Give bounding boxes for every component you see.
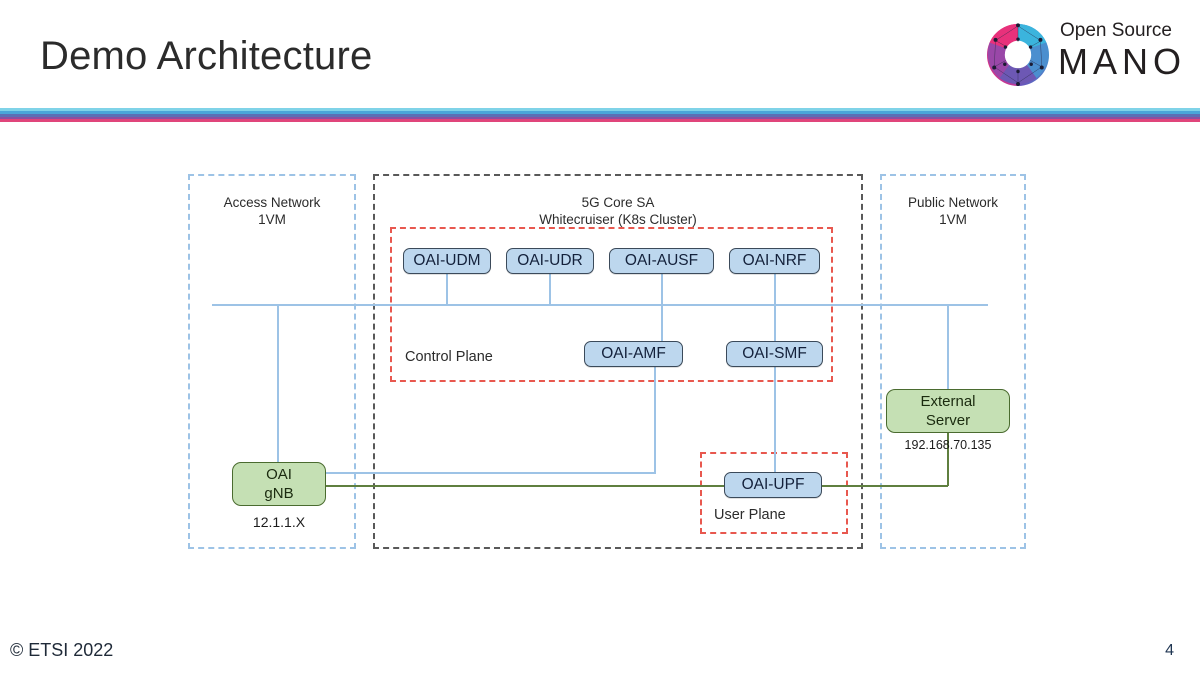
wire-management-bus	[212, 304, 988, 306]
slide-header: Demo Architecture	[0, 0, 1200, 110]
node-oai-udm[interactable]: OAI-UDM	[403, 248, 491, 274]
stripe-4	[0, 119, 1200, 122]
wire-udm-to-bus	[446, 274, 448, 305]
wire-amf-down	[654, 367, 656, 473]
node-oai-amf[interactable]: OAI-AMF	[584, 341, 683, 367]
copyright-text: © ETSI 2022	[10, 640, 114, 660]
node-external-server-line1: External	[920, 393, 976, 410]
osm-logo: Open Source MANO	[985, 18, 1185, 92]
wire-amf-to-gnb	[326, 472, 656, 474]
brand-stripe-bar	[0, 108, 1200, 122]
node-oai-gnb-line1: OAI	[266, 466, 292, 483]
architecture-diagram: Access Network 1VM 5G Core SA Whitecruis…	[0, 122, 1200, 622]
slide-footer: © ETSI 2022 4	[0, 622, 1200, 677]
wire-ausf-to-amf	[661, 274, 663, 342]
stripe-2	[0, 114, 1200, 117]
group-label-user-plane: User Plane	[714, 507, 786, 523]
wire-nrf-to-smf	[774, 274, 776, 342]
node-oai-gnb-line2: gNB	[264, 485, 294, 502]
node-oai-ausf[interactable]: OAI-AUSF	[609, 248, 714, 274]
node-oai-gnb[interactable]: OAI gNB	[232, 462, 326, 506]
node-oai-gnb-ip-label: 12.1.1.X	[252, 514, 306, 530]
group-label-5g-core: 5G Core SA Whitecruiser (K8s Cluster)	[539, 195, 697, 227]
wire-gnb-to-bus	[277, 304, 279, 464]
stripe-1	[0, 111, 1200, 114]
node-external-server-line2: Server	[925, 412, 971, 429]
group-label-public-network: Public Network 1VM	[907, 195, 999, 227]
page-number: 4	[1165, 642, 1174, 659]
stripe-0	[0, 108, 1200, 111]
logo-mano-text: MANO	[1058, 41, 1186, 82]
group-public-network	[880, 174, 1026, 549]
wire-udr-to-bus	[549, 274, 551, 305]
osm-logo-text: Open Source MANO	[1058, 18, 1188, 90]
group-5g-core	[373, 174, 863, 549]
wire-upf-to-public-green	[820, 485, 948, 487]
node-external-server[interactable]: External Server	[886, 389, 1010, 433]
group-label-access-network: Access Network 1VM	[223, 195, 321, 227]
node-external-server-ip-label: 192.168.70.135	[904, 438, 992, 452]
stripe-3	[0, 117, 1200, 119]
page-title: Demo Architecture	[40, 34, 373, 78]
wire-smf-to-upf	[774, 367, 776, 473]
node-oai-nrf[interactable]: OAI-NRF	[729, 248, 820, 274]
wire-ext-down-green	[947, 433, 949, 486]
group-label-control-plane: Control Plane	[405, 349, 493, 365]
wire-gnb-to-upf-green	[326, 485, 726, 487]
node-oai-upf[interactable]: OAI-UPF	[724, 472, 822, 498]
osm-ring-logo-icon	[985, 22, 1051, 88]
wire-ext-to-bus	[947, 304, 949, 390]
node-oai-smf[interactable]: OAI-SMF	[726, 341, 823, 367]
group-access-network	[188, 174, 356, 549]
node-oai-udr[interactable]: OAI-UDR	[506, 248, 594, 274]
logo-open-source-text: Open Source	[1060, 20, 1172, 41]
